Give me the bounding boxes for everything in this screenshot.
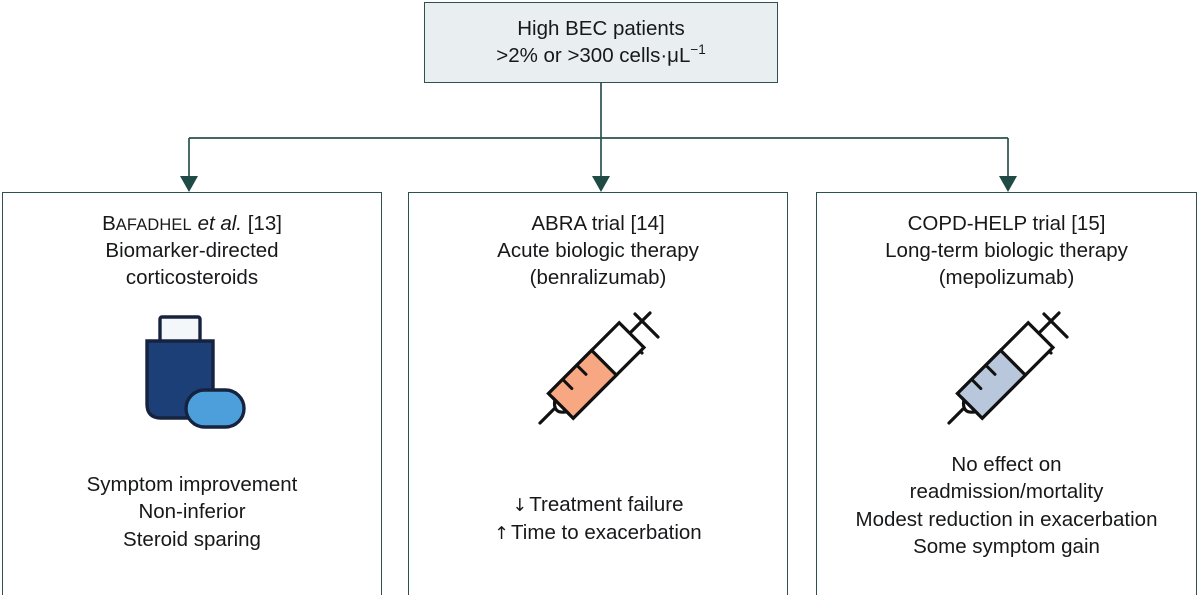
panel-0-outcomes: Symptom improvement Non-inferior Steroid… xyxy=(3,471,381,553)
inhaler-icon xyxy=(145,315,246,429)
panel-1-outcome-1: ↓Treatment failure xyxy=(409,491,787,519)
panel-0-title-line: BAFADHEL et al. [13] xyxy=(102,210,282,237)
syringe-plunger-flange-icon xyxy=(633,312,660,339)
panel-1-outcomes: ↓Treatment failure ↑Time to exacerbation xyxy=(409,491,787,546)
arrowhead-left xyxy=(180,176,198,192)
arrowhead-right xyxy=(999,176,1017,192)
panel-0-subtitle-line-2: corticosteroids xyxy=(125,266,259,290)
panel-1-outcome-2-text: Time to exacerbation xyxy=(511,520,702,544)
panel-2-subtitle-line-2: (mepolizumab) xyxy=(938,266,1075,290)
down-arrow-icon: ↓ xyxy=(512,496,528,516)
syringe-icon-orange xyxy=(538,311,660,425)
top-box-high-bec-patients: High BEC patients >2% or >300 cells·μL−1 xyxy=(424,2,778,83)
arrowhead-center xyxy=(592,176,610,192)
panel-copd-help-trial: COPD-HELP trial [15] Long-term biologic … xyxy=(816,192,1197,595)
top-box-line-1: High BEC patients xyxy=(517,17,685,41)
panel-0-outcome-3: Steroid sparing xyxy=(123,527,261,551)
inhaler-mouthpiece-icon xyxy=(184,388,246,429)
syringe-graduations-icon xyxy=(969,363,996,391)
panel-1-icon-wrap xyxy=(532,304,664,432)
panel-0-subtitle-line-1: Biomarker-directed xyxy=(105,239,279,263)
panel-2-heading: COPD-HELP trial [15] Long-term biologic … xyxy=(885,210,1128,291)
syringe-tip-icon xyxy=(552,396,571,414)
panel-2-title-line: COPD-HELP trial [15] xyxy=(907,212,1106,235)
panel-1-outcome-1-text: Treatment failure xyxy=(529,493,684,516)
top-box-line-2: >2% or >300 cells·μL−1 xyxy=(496,41,706,69)
syringe-icon-blue xyxy=(946,311,1069,425)
syringe-plunger-flange-icon xyxy=(1041,312,1069,339)
top-box-threshold-text: >2% or >300 cells·μL xyxy=(496,43,691,67)
panel-1-subtitle-line-1: Acute biologic therapy xyxy=(497,239,699,263)
panel-2-outcome-1: No effect on xyxy=(951,453,1062,476)
syringe-fill-icon xyxy=(957,350,1025,419)
panel-1-outcome-2: ↑Time to exacerbation xyxy=(409,519,787,547)
syringe-graduations-icon xyxy=(561,363,588,391)
panel-abra-trial: ABRA trial [14] Acute biologic therapy (… xyxy=(408,192,788,595)
panel-0-icon-wrap xyxy=(134,309,250,437)
panel-2-icon-wrap xyxy=(941,304,1073,432)
panel-0-outcome-1: Symptom improvement xyxy=(86,473,298,496)
panel-0-reference: [13] xyxy=(247,212,282,235)
panel-1-subtitle-line-2: (benralizumab) xyxy=(529,266,667,290)
top-box-exponent: −1 xyxy=(690,41,706,57)
panel-2-outcome-2: readmission/mortality xyxy=(909,480,1104,504)
panel-1-title-line: ABRA trial [14] xyxy=(531,212,665,235)
syringe-fill-icon xyxy=(548,350,617,419)
up-arrow-icon: ↑ xyxy=(494,523,510,544)
panel-0-etal: et al. xyxy=(197,212,243,235)
panel-0-author-rest: AFADHEL xyxy=(115,216,192,234)
panel-2-outcome-3: Modest reduction in exacerbation xyxy=(855,507,1158,531)
connector-arrowheads xyxy=(180,176,1017,192)
panel-bafadhel: BAFADHEL et al. [13] Biomarker-directed … xyxy=(2,192,382,595)
panel-2-outcomes: No effect on readmission/mortality Modes… xyxy=(817,451,1196,561)
panel-2-outcome-4: Some symptom gain xyxy=(913,535,1100,559)
panel-0-heading: BAFADHEL et al. [13] Biomarker-directed … xyxy=(102,210,282,291)
syringe-tip-icon xyxy=(961,396,979,414)
panel-0-author-initial: B xyxy=(102,212,116,235)
panel-1-heading: ABRA trial [14] Acute biologic therapy (… xyxy=(497,210,699,291)
panel-0-outcome-2: Non-inferior xyxy=(138,500,246,524)
inhaler-canister-icon xyxy=(158,315,202,345)
panel-2-subtitle-line-1: Long-term biologic therapy xyxy=(885,239,1128,263)
